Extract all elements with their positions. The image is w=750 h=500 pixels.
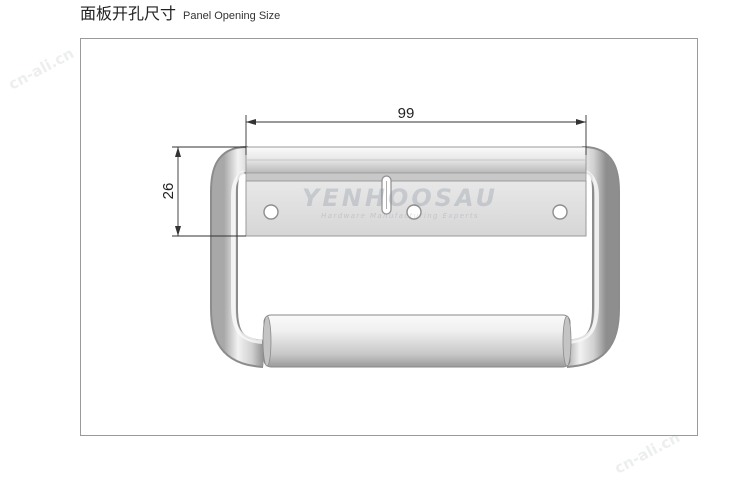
section-title: 面板开孔尺寸 Panel Opening Size (80, 0, 280, 24)
handle-wire (210, 146, 620, 368)
mounting-plate (245, 172, 587, 237)
pivot-bar (245, 146, 587, 174)
mount-hole-right (552, 204, 568, 220)
height-dimension: 26 (160, 146, 246, 237)
handle-grip (262, 314, 572, 368)
svg-text:cn-ali.cn: cn-ali.cn (611, 428, 683, 477)
height-label: 26 (160, 183, 177, 200)
corner-watermark-bottom-right: cn-ali.cn (611, 428, 683, 477)
title-chinese: 面板开孔尺寸 (80, 4, 177, 23)
svg-text:YENHOOSAU: YENHOOSAU (302, 184, 498, 212)
mount-hole-left (263, 204, 279, 220)
brand-watermark: YENHOOSAU Hardware Manufacturing Experts (302, 184, 498, 220)
width-dimension: 99 (245, 105, 587, 155)
title-english: Panel Opening Size (183, 10, 281, 22)
corner-watermark-top-left: cn-ali.cn (5, 44, 77, 93)
svg-text:cn-ali.cn: cn-ali.cn (5, 44, 77, 93)
svg-text:Hardware Manufacturing Experts: Hardware Manufacturing Experts (321, 212, 479, 220)
width-label: 99 (398, 105, 415, 122)
mount-hole-center (406, 204, 422, 220)
